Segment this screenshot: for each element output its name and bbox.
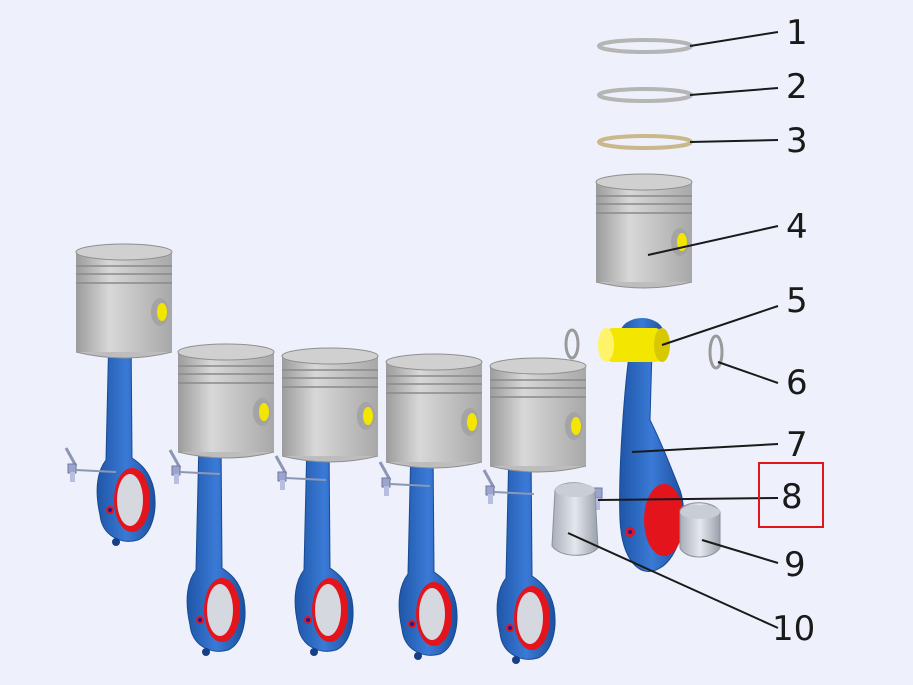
- assembly-4: [378, 353, 483, 661]
- piston-ring-3: [597, 134, 693, 150]
- callout-2: 2: [786, 67, 808, 107]
- leader-line-1: [689, 31, 779, 47]
- assembly-3: [274, 347, 379, 657]
- callout-8-highlight-box: [758, 462, 824, 528]
- callout-5: 5: [786, 281, 808, 321]
- leader-line-3: [689, 139, 779, 143]
- piston-ring-2: [597, 87, 693, 103]
- callout-4: 4: [786, 207, 808, 247]
- leader-line-7: [631, 443, 779, 453]
- callout-6: 6: [786, 363, 808, 403]
- callout-7: 7: [786, 425, 808, 465]
- piston-pin: [598, 328, 670, 362]
- callout-9: 9: [784, 545, 806, 585]
- leader-line-6: [717, 361, 779, 384]
- callout-8: 8: [781, 477, 803, 517]
- assembly-1: [64, 243, 173, 547]
- snap-ring-left: [564, 328, 580, 360]
- snap-ring-right: [708, 334, 724, 370]
- leader-line-5: [661, 305, 779, 346]
- piston-exploded: [595, 173, 693, 289]
- callout-10: 10: [772, 609, 815, 649]
- leader-line-9: [701, 539, 779, 564]
- leader-line-4: [647, 225, 779, 256]
- leader-line-2: [689, 87, 779, 96]
- callout-1: 1: [786, 13, 808, 53]
- bearing-shell-lower: [679, 502, 721, 558]
- assembly-2: [168, 343, 275, 657]
- leader-line-10: [567, 532, 779, 629]
- callout-3: 3: [786, 121, 808, 161]
- bearing-shell-upper: [551, 482, 599, 556]
- piston-ring-1: [597, 38, 693, 54]
- leader-line-8: [597, 497, 779, 501]
